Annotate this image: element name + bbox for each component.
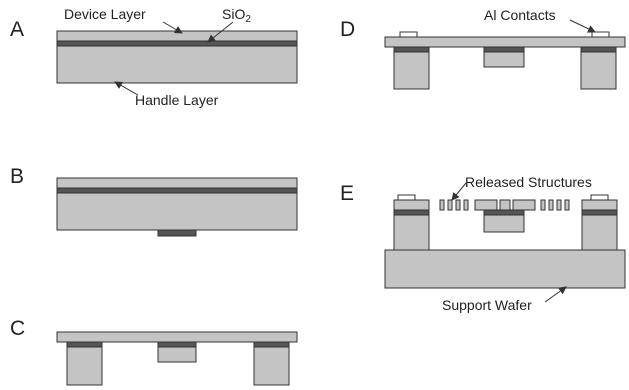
handle-layer-label: Handle Layer [135, 92, 219, 108]
etch-mask [157, 229, 197, 237]
handle-layer [56, 192, 298, 231]
handle-pillar [253, 346, 290, 386]
step-label-e: E [340, 182, 354, 205]
device-layer-label: Device Layer [64, 6, 146, 22]
released-beam [463, 199, 469, 211]
oxide-pad [483, 46, 525, 53]
oxide-pad [393, 209, 430, 216]
step-label-d: D [340, 18, 355, 41]
proof-mass [483, 214, 525, 233]
released-structures-label: Released Structures [465, 174, 592, 190]
device-layer [56, 331, 298, 343]
oxide-layer [56, 187, 298, 194]
al-contacts-arrow [569, 19, 596, 33]
oxide-pad [66, 341, 103, 348]
step-label-a: A [10, 18, 24, 41]
released-beam [564, 199, 570, 211]
step-label-b: B [10, 165, 24, 188]
proof-mass [157, 346, 197, 363]
handle-layer-arrow [114, 81, 139, 96]
released-block [474, 199, 498, 211]
released-structures-arrow [451, 182, 467, 201]
released-beam [548, 199, 554, 211]
support-wafer-arrow [544, 286, 567, 303]
oxide-layer [56, 40, 298, 47]
oxide-pad [157, 341, 197, 348]
oxide-pad [393, 46, 430, 53]
proof-mass [483, 51, 525, 68]
released-block [499, 199, 511, 211]
panel-e [384, 194, 626, 289]
panel-d [384, 31, 626, 90]
released-beam [447, 199, 453, 211]
handle-pillar [393, 51, 430, 90]
oxide-pad [253, 341, 290, 348]
sio2-arrow [207, 21, 234, 43]
al-contact [590, 194, 609, 201]
al-contacts-label: Al Contacts [484, 7, 556, 23]
handle-layer [56, 45, 298, 84]
panel-a [56, 30, 298, 84]
anchor-device-layer [393, 199, 430, 211]
oxide-pad [580, 46, 617, 53]
handle-pillar [393, 214, 430, 251]
device-layer [56, 177, 298, 189]
support-wafer-label: Support Wafer [442, 297, 532, 313]
handle-pillar [580, 51, 617, 90]
device-layer-arrow [162, 21, 183, 34]
al-contact [591, 31, 610, 38]
sio2-label: SiO2 [222, 6, 251, 25]
device-layer [56, 30, 298, 42]
released-beam [540, 199, 546, 211]
device-layer [384, 36, 626, 48]
panel-b [56, 177, 298, 237]
oxide-pad [581, 209, 618, 216]
anchor-device-layer [581, 199, 618, 211]
panel-c [56, 331, 298, 386]
handle-pillar [581, 214, 618, 251]
released-beam [439, 199, 445, 211]
al-contact [397, 194, 416, 201]
released-block [512, 199, 536, 211]
step-label-c: C [10, 317, 25, 340]
handle-pillar [66, 346, 103, 386]
oxide-pad [483, 209, 525, 216]
support-wafer [384, 249, 626, 289]
al-contact [399, 31, 418, 38]
released-beam [556, 199, 562, 211]
released-beam [455, 199, 461, 211]
